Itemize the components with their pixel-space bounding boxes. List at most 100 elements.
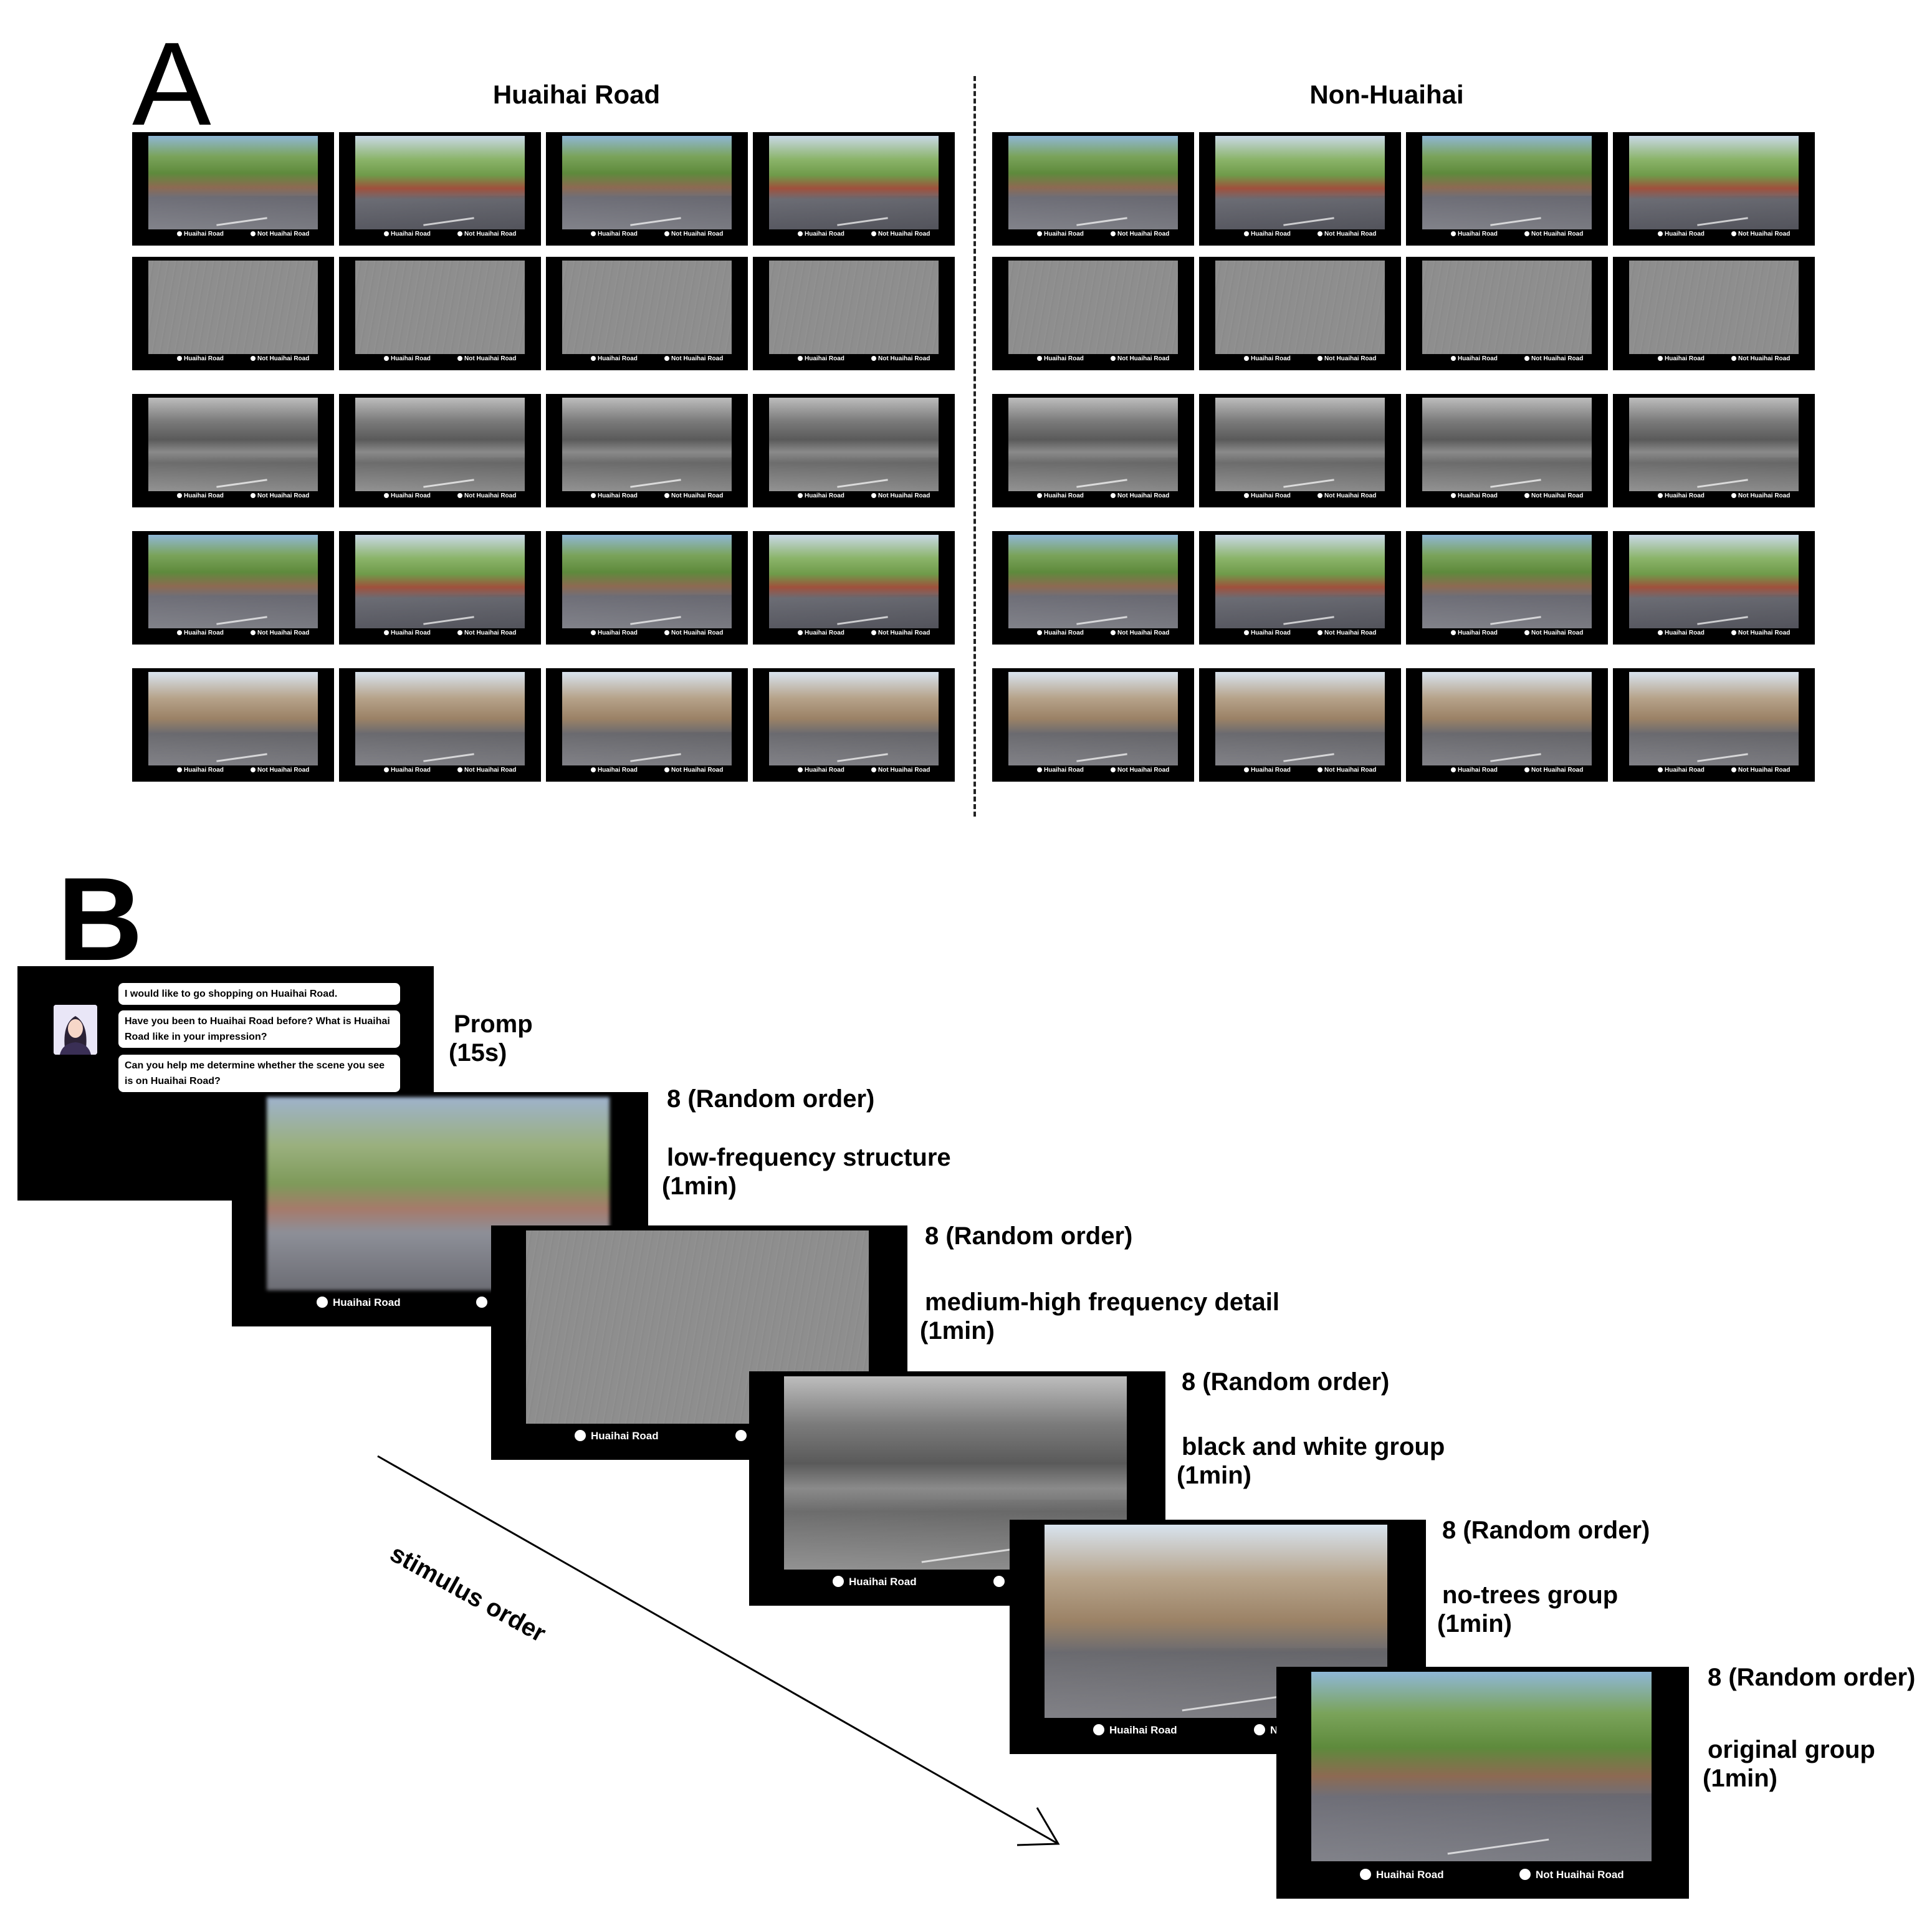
huaihai-road-label: Huaihai Road bbox=[805, 355, 844, 362]
street-photo bbox=[148, 261, 318, 354]
huaihai-road-option: Huaihai Road bbox=[591, 630, 638, 636]
not-huaihai-road-label: N bbox=[1270, 1724, 1278, 1736]
road-marking bbox=[1629, 595, 1799, 628]
avatar bbox=[54, 1005, 97, 1055]
radio-icon bbox=[457, 630, 462, 636]
prompt-duration: (15s) bbox=[449, 1039, 507, 1067]
non-huaihai-group-title: Non-Huaihai bbox=[1309, 80, 1464, 109]
street-photo bbox=[1629, 398, 1799, 491]
radio-icon bbox=[1731, 630, 1736, 636]
radio-icon bbox=[1317, 356, 1322, 362]
radio-icon bbox=[871, 630, 876, 636]
street-photo bbox=[562, 136, 732, 229]
not-huaihai-road-option: Not Huaihai Road bbox=[664, 355, 723, 362]
road-marking bbox=[355, 196, 525, 229]
not-huaihai-road-option: Not Huaihai Road bbox=[1524, 492, 1583, 499]
radio-icon bbox=[1658, 630, 1663, 636]
huaihai-road-label: Huaihai Road bbox=[1251, 767, 1291, 774]
road-marking bbox=[1008, 732, 1178, 765]
step-3-name: black and white group bbox=[1182, 1433, 1445, 1460]
original-image bbox=[1311, 1672, 1652, 1861]
not-huaihai-road-option: Not Huaihai Road bbox=[664, 492, 723, 499]
radio-icon bbox=[871, 767, 876, 773]
huaihai-stimulus-tile: Huaihai Road Not Huaihai Road bbox=[753, 257, 955, 370]
radio-icon bbox=[1111, 493, 1116, 499]
huaihai-road-option: Huaihai Road bbox=[1658, 355, 1705, 362]
huaihai-road-option: Huaihai Road bbox=[1244, 630, 1291, 636]
huaihai-road-option: Huaihai Road bbox=[384, 630, 431, 636]
radio-icon bbox=[591, 356, 596, 362]
street-photo bbox=[148, 398, 318, 491]
not-huaihai-road-label: Not Huaihai Road bbox=[1324, 355, 1377, 362]
original-screen: Huaihai Road Not Huaihai Road bbox=[1276, 1667, 1689, 1899]
radio-icon bbox=[1111, 630, 1116, 636]
radio-icon bbox=[1317, 630, 1322, 636]
radio-icon bbox=[384, 630, 389, 636]
not-huaihai-road-option: Not Huaihai Road bbox=[1524, 767, 1583, 774]
huaihai-road-option: Huaihai Road bbox=[177, 355, 224, 362]
not-huaihai-road-label: Not Huaihai Road bbox=[464, 492, 517, 499]
not-huaihai-road-label: Not Huaihai Road bbox=[257, 630, 310, 636]
radio-icon bbox=[1111, 767, 1116, 773]
prompt-label: Promp bbox=[454, 1010, 533, 1038]
not-huaihai-road-option: Not Huaihai Road bbox=[1317, 231, 1376, 237]
radio-icon bbox=[1731, 767, 1736, 773]
not-huaihai-road-label: Not Huaihai Road bbox=[1531, 492, 1584, 499]
street-photo bbox=[148, 136, 318, 229]
step-1-duration: (1min) bbox=[662, 1172, 737, 1200]
huaihai-road-label: Huaihai Road bbox=[1044, 355, 1084, 362]
step-1-name: low-frequency structure bbox=[667, 1144, 951, 1171]
huaihai-road-label: Huaihai Road bbox=[849, 1576, 917, 1588]
step-4-name: no-trees group bbox=[1442, 1581, 1619, 1609]
road-marking bbox=[1008, 595, 1178, 628]
not-huaihai-road-option: Not Huaihai Road bbox=[251, 355, 309, 362]
road-marking bbox=[1629, 458, 1799, 491]
street-photo bbox=[1629, 672, 1799, 765]
huaihai-road-label: Huaihai Road bbox=[805, 767, 844, 774]
not-huaihai-road-option: Not Huaihai Road bbox=[1317, 630, 1376, 636]
huaihai-road-label: Huaihai Road bbox=[333, 1297, 401, 1308]
not-huaihai-road-label: Not Huaihai Road bbox=[257, 231, 310, 237]
not-huaihai-road-label: Not Huaihai Road bbox=[257, 767, 310, 774]
radio-icon bbox=[1037, 767, 1042, 773]
road-marking bbox=[769, 595, 939, 628]
radio-icon bbox=[1317, 767, 1322, 773]
not-huaihai-road-label: Not Huaihai Road bbox=[671, 492, 724, 499]
radio-icon bbox=[1731, 231, 1736, 237]
huaihai-road-option: Huaihai Road bbox=[1037, 492, 1084, 499]
huaihai-road-option: Huaihai Road bbox=[1451, 630, 1498, 636]
radio-icon bbox=[1524, 493, 1529, 499]
huaihai-road-option: Huaihai Road bbox=[833, 1576, 917, 1588]
huaihai-stimulus-tile: Huaihai Road Not Huaihai Road bbox=[132, 257, 334, 370]
road-marking bbox=[1422, 595, 1592, 628]
huaihai-road-option: Huaihai Road bbox=[1658, 767, 1705, 774]
huaihai-road-option: Huaihai Road bbox=[591, 767, 638, 774]
radio-icon bbox=[798, 630, 803, 636]
not-huaihai-road-label: Not Huaihai Road bbox=[464, 767, 517, 774]
huaihai-road-option: Huaihai Road bbox=[591, 231, 638, 237]
step-3-duration: (1min) bbox=[1177, 1462, 1251, 1489]
huaihai-road-option: Huaihai Road bbox=[1037, 231, 1084, 237]
street-photo bbox=[1422, 535, 1592, 628]
not-huaihai-road-label: Not Huaihai Road bbox=[878, 355, 930, 362]
radio-icon bbox=[591, 231, 596, 237]
radio-icon bbox=[1254, 1724, 1265, 1735]
road-marking bbox=[355, 732, 525, 765]
road-marking bbox=[1311, 1793, 1652, 1861]
huaihai-road-label: Huaihai Road bbox=[1458, 231, 1498, 237]
huaihai-road-label: Huaihai Road bbox=[391, 355, 431, 362]
radio-icon bbox=[1111, 356, 1116, 362]
radio-icon bbox=[1658, 356, 1663, 362]
street-photo bbox=[1629, 535, 1799, 628]
street-photo bbox=[1215, 535, 1385, 628]
radio-icon bbox=[1731, 356, 1736, 362]
radio-icon bbox=[1244, 231, 1249, 237]
step-2-duration: (1min) bbox=[920, 1317, 995, 1345]
